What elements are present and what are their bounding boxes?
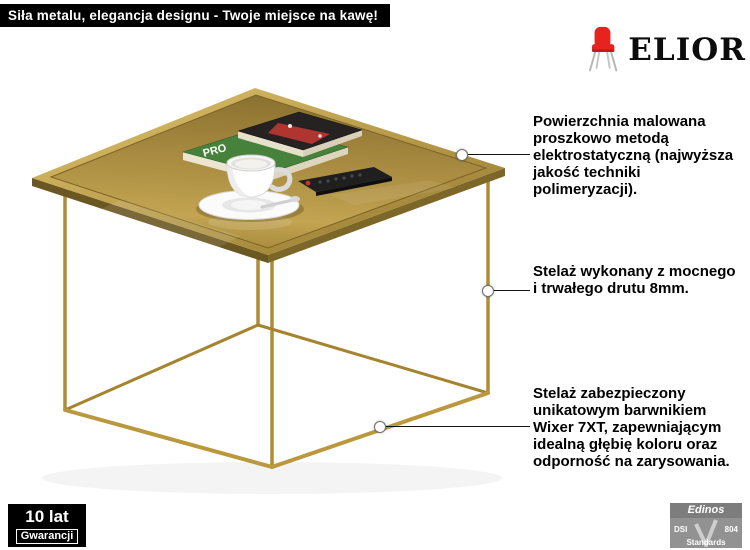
checkmark-v-icon (694, 519, 718, 547)
standards-right: 804 (724, 525, 738, 534)
floor-shadow (42, 462, 502, 494)
top-banner: Siła metalu, elegancja designu - Twoje m… (0, 4, 391, 27)
warranty-label: Gwarancji (15, 529, 79, 544)
callout-marker-2 (482, 285, 494, 297)
standards-left: DSI (674, 525, 688, 534)
callout-marker-1 (456, 149, 468, 161)
chair-icon (588, 26, 618, 72)
brand-name: ELIOR (628, 32, 746, 68)
callout-line-2 (494, 290, 530, 291)
callout-text-surface: Powierzchnia malowana proszkowo metodą e… (533, 113, 734, 198)
callout-marker-3 (374, 421, 386, 433)
warranty-badge: 10 lat Gwarancji (8, 504, 86, 547)
warranty-years: 10 lat (25, 507, 69, 526)
callout-line-1 (468, 154, 530, 155)
callout-line-3 (386, 426, 530, 427)
brand-logo: ELIOR (586, 10, 746, 90)
standards-brand: Edinos (670, 503, 742, 518)
coffee-table-image: PRO (32, 88, 505, 494)
callout-text-coating: Stelaż zabezpieczony unikatowym barwniki… (533, 385, 730, 470)
standards-body: DSI 804 Standards (670, 518, 742, 548)
callout-text-frame: Stelaż wykonany z mocnego i trwałego dru… (533, 263, 736, 297)
remote-control (298, 167, 392, 196)
coffee-cup (196, 154, 304, 230)
standards-bottom: Standards (686, 538, 726, 547)
banner-text: Siła metalu, elegancja designu - Twoje m… (8, 8, 379, 23)
standards-badge: Edinos DSI 804 Standards (670, 503, 742, 548)
